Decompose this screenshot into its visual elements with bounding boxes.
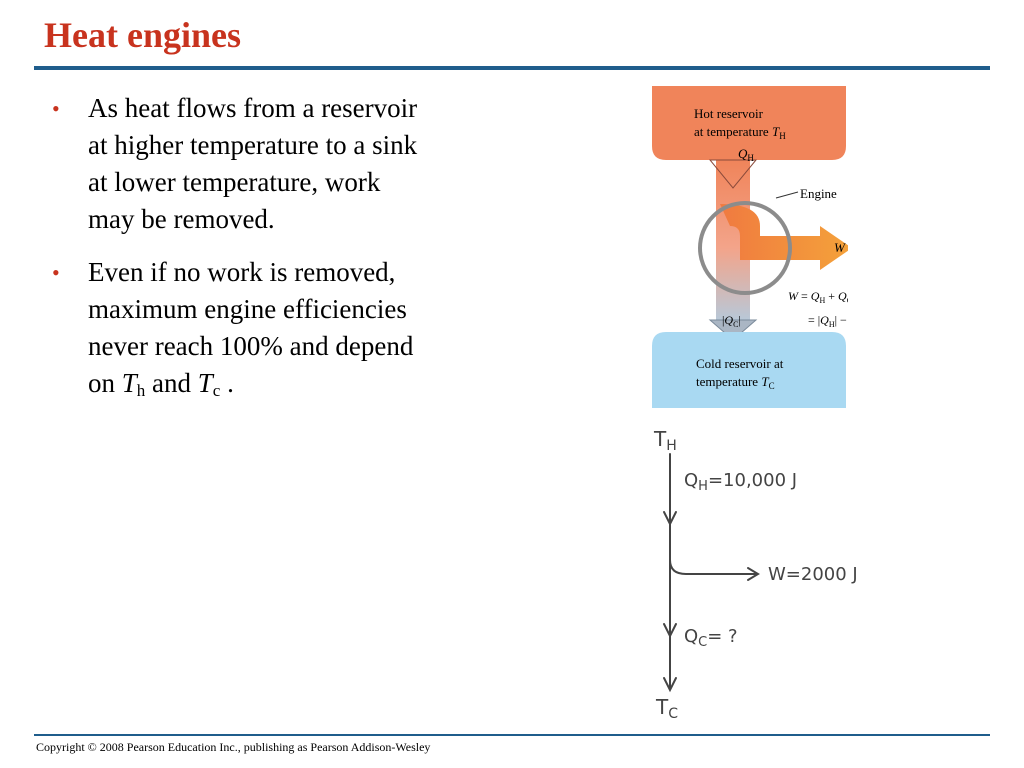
hot-label-line2: at temperature TH xyxy=(694,124,786,141)
bullet-item: • Even if no work is removed, maximum en… xyxy=(52,254,432,409)
work-branch xyxy=(720,204,848,270)
slide-title: Heat engines xyxy=(44,15,241,55)
bullet-text: Even if no work is removed, maximum engi… xyxy=(88,257,414,400)
title-divider xyxy=(34,66,990,70)
qc-label: |QC| xyxy=(722,313,741,329)
hot-reservoir xyxy=(652,86,846,160)
bullet-item: • As heat flows from a reservoir at high… xyxy=(52,90,432,238)
sketch-th: TH xyxy=(653,427,677,454)
work-equation-2: = |QH| − |QC| xyxy=(808,313,848,329)
qc-arrowhead xyxy=(708,319,758,341)
sketch-work-branch xyxy=(669,559,757,575)
cold-label-line2: temperature TC xyxy=(696,374,775,391)
cold-reservoir xyxy=(652,332,846,408)
sketch-arrow-head-1 xyxy=(663,511,677,527)
footer-divider xyxy=(34,734,990,736)
bullet-icon: • xyxy=(52,96,60,121)
copyright-notice: Copyright © 2008 Pearson Education Inc.,… xyxy=(36,740,431,754)
qh-label: QH xyxy=(738,146,754,163)
sketch-tc: TC xyxy=(655,695,678,720)
heat-engine-diagram: Hot reservoir at temperature TH QH Engin… xyxy=(652,86,848,408)
sketch-qc: QC= ? xyxy=(684,626,738,650)
bullet-icon: • xyxy=(52,260,60,285)
work-equation-1: W = QH + QC xyxy=(788,289,848,305)
bullet-text: As heat flows from a reservoir at higher… xyxy=(88,93,418,234)
sketch-arrow-head-3 xyxy=(663,623,677,639)
qh-arrowhead xyxy=(708,159,758,189)
engine-label: Engine xyxy=(800,186,837,201)
sketch-qh: QH=10,000 J xyxy=(684,470,797,494)
cold-label-line1: Cold reservoir at xyxy=(696,356,784,371)
work-label: W xyxy=(834,240,846,255)
sketch-arrow-head-4 xyxy=(663,677,677,693)
handwritten-sketch: TH QH=10,000 J W=2000 J QC= ? TC xyxy=(653,427,858,720)
bullet-list: • As heat flows from a reservoir at high… xyxy=(52,90,432,425)
sketch-w: W=2000 J xyxy=(768,564,858,585)
sketch-arrow-head-2 xyxy=(747,567,760,581)
hot-label-line1: Hot reservoir xyxy=(694,106,764,121)
engine-circle xyxy=(698,201,792,295)
